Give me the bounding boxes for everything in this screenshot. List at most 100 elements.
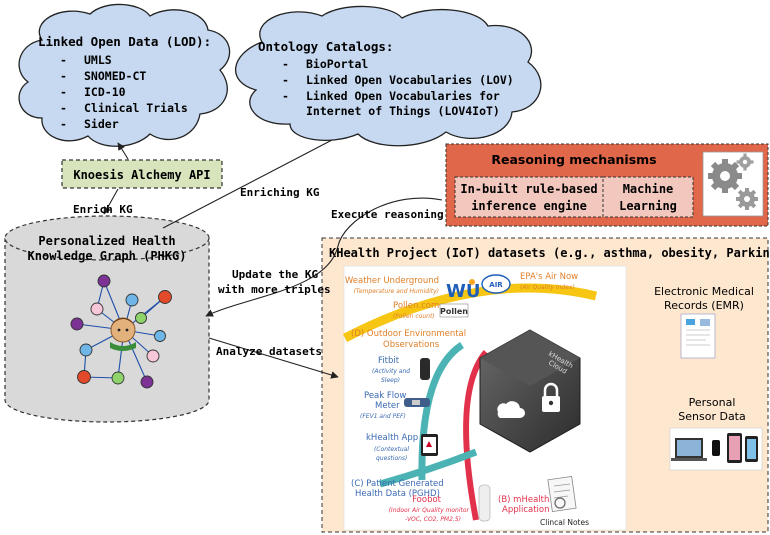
peak-flow-meter-icon [404,398,430,407]
psd-line2: Sensor Data [678,410,745,423]
kg-node [79,343,93,357]
sensor-devices-icon [669,427,763,471]
pghd-arc [418,342,465,481]
clinical-notes-label: Clincal Notes [540,518,589,527]
ml-line2: Learning [619,199,677,213]
kg-node [77,370,91,384]
pollen-sub: (Pollen count) [393,313,435,320]
phkg-cylinder: Personalized Health Knowledge Graph (PHK… [4,215,210,423]
ml-line1: Machine [623,182,674,196]
pollen-title: Pollen.com [393,301,439,311]
pghd-line2: Health Data (PGHD) [355,489,440,499]
ontology-item-bioportal: BioPortal [306,57,368,71]
kg-node [154,330,166,342]
kg-node [125,293,139,307]
fitbit-device-icon [420,358,430,380]
outdoor-line1: (D) Outdoor Environmental [351,329,466,339]
lod-item-umls: UMLS [84,53,112,67]
peak-title1: Peak Flow [364,391,406,401]
edge-lod-alchemy [117,142,129,160]
lod-title: Linked Open Data (LOD): [38,34,211,49]
pghd-arc-lower [379,448,478,488]
mhealth-line2: Application [502,505,550,515]
label-analyze-datasets: Analyze datasets [216,345,322,358]
lod-item-sider: Sider [84,117,119,131]
fitbit-sub1: (Activity and [372,368,410,375]
edge-reasoning-phkg [205,197,443,317]
kg-node [111,371,125,385]
foobot-sub2: -VOC, CO2, PM2.5) [405,516,461,523]
rule-engine-line1: In-built rule-based [460,182,597,196]
rule-engine-box [454,176,604,218]
svg-text:Pollen: Pollen [440,307,468,316]
lock-icon [542,382,560,412]
kapp-sub1: (Contextual [374,446,409,453]
lod-cloud: Linked Open Data (LOD): - UMLS - SNOMED-… [18,3,231,147]
patient-avatar-icon [110,317,136,351]
mhealth-line1: (B) mHealth [498,495,549,505]
outdoor-arc [342,283,598,342]
label-execute-reasoning: Execute reasoning [331,208,444,221]
foobot-title: Foobot [412,495,442,505]
kg-node [158,290,172,304]
alchemy-api-box: Knoesis Alchemy API [61,159,223,189]
ontology-dash-2: - [282,73,289,87]
lod-dash-1: - [60,53,67,67]
lod-item-clinical-trials: Clinical Trials [84,101,188,115]
kg-node [140,375,154,389]
kapp-title: kHealth App [366,433,418,443]
airnow-logo: AIR [481,274,511,294]
fitbit-title: Fitbit [378,356,400,366]
edge-alchemy-phkg [103,188,119,215]
label-enriching-kg: Enriching KG [240,186,320,199]
foobot-sub1: (Indoor Air Quality monitor [389,507,470,514]
outdoor-line2: Observations [383,340,440,350]
kg-node [90,302,104,316]
ontology-dash-1: - [282,57,289,71]
reasoning-title: Reasoning mechanisms [491,152,656,167]
kapp-sub2: questions) [376,455,407,462]
clinical-notes-icon [547,476,577,512]
ontology-dash-3: - [282,89,289,103]
pghd-line1: (C) Patient Generated [351,479,444,489]
peak-title2: Meter [375,401,400,411]
lod-dash-2: - [60,69,67,83]
fitbit-sub2: Sleep) [381,377,400,384]
emr-document-icon [680,313,716,359]
cloud-icon [497,401,525,418]
lod-dash-5: - [60,117,67,131]
weather-title: Weather Underground [345,276,439,286]
kg-node [135,312,147,324]
emr-line1: Electronic Medical [654,285,754,298]
lod-dash-3: - [60,85,67,99]
khealth-title: KHealth Project (IoT) datasets (e.g., as… [329,246,770,260]
foobot-device-icon [478,484,491,522]
kg-node [97,274,111,288]
mhealth-arc [463,350,489,521]
lod-dash-4: - [60,101,67,115]
weather-sub: (Temperature and Humidity) [354,288,439,295]
wu-logo: WU [446,279,480,302]
svg-text:AIR: AIR [489,281,503,289]
gears-icon [702,151,764,217]
alchemy-api-label: Knoesis Alchemy API [73,168,210,182]
label-update-line2: with more triples [218,283,331,296]
phkg-line1: Personalized Health [38,234,175,248]
edge-phkg-datasets [208,337,339,379]
ontology-cloud: Ontology Catalogs: - BioPortal - Linked … [235,5,542,147]
kg-nodes [70,274,172,389]
ontology-item-lov: Linked Open Vocabularies (LOV) [306,73,514,87]
epa-sub: (Air Quality Index) [520,284,575,291]
tablet-icon [421,434,438,456]
personal-sensor-section: Personal Sensor Data [669,396,763,471]
pollen-logo: Pollen [439,303,469,318]
edge-ontology-phkg [162,139,333,229]
psd-line1: Personal [689,396,736,409]
emr-section: Electronic Medical Records (EMR) [654,285,754,359]
phkg-line2: Knowledge Graph (PHKG) [28,249,187,263]
epa-title: EPA's Air Now [520,272,578,282]
ontology-item-lov-iot-1: Linked Open Vocabularies for [306,89,500,103]
rule-engine-line2: inference engine [471,199,587,213]
